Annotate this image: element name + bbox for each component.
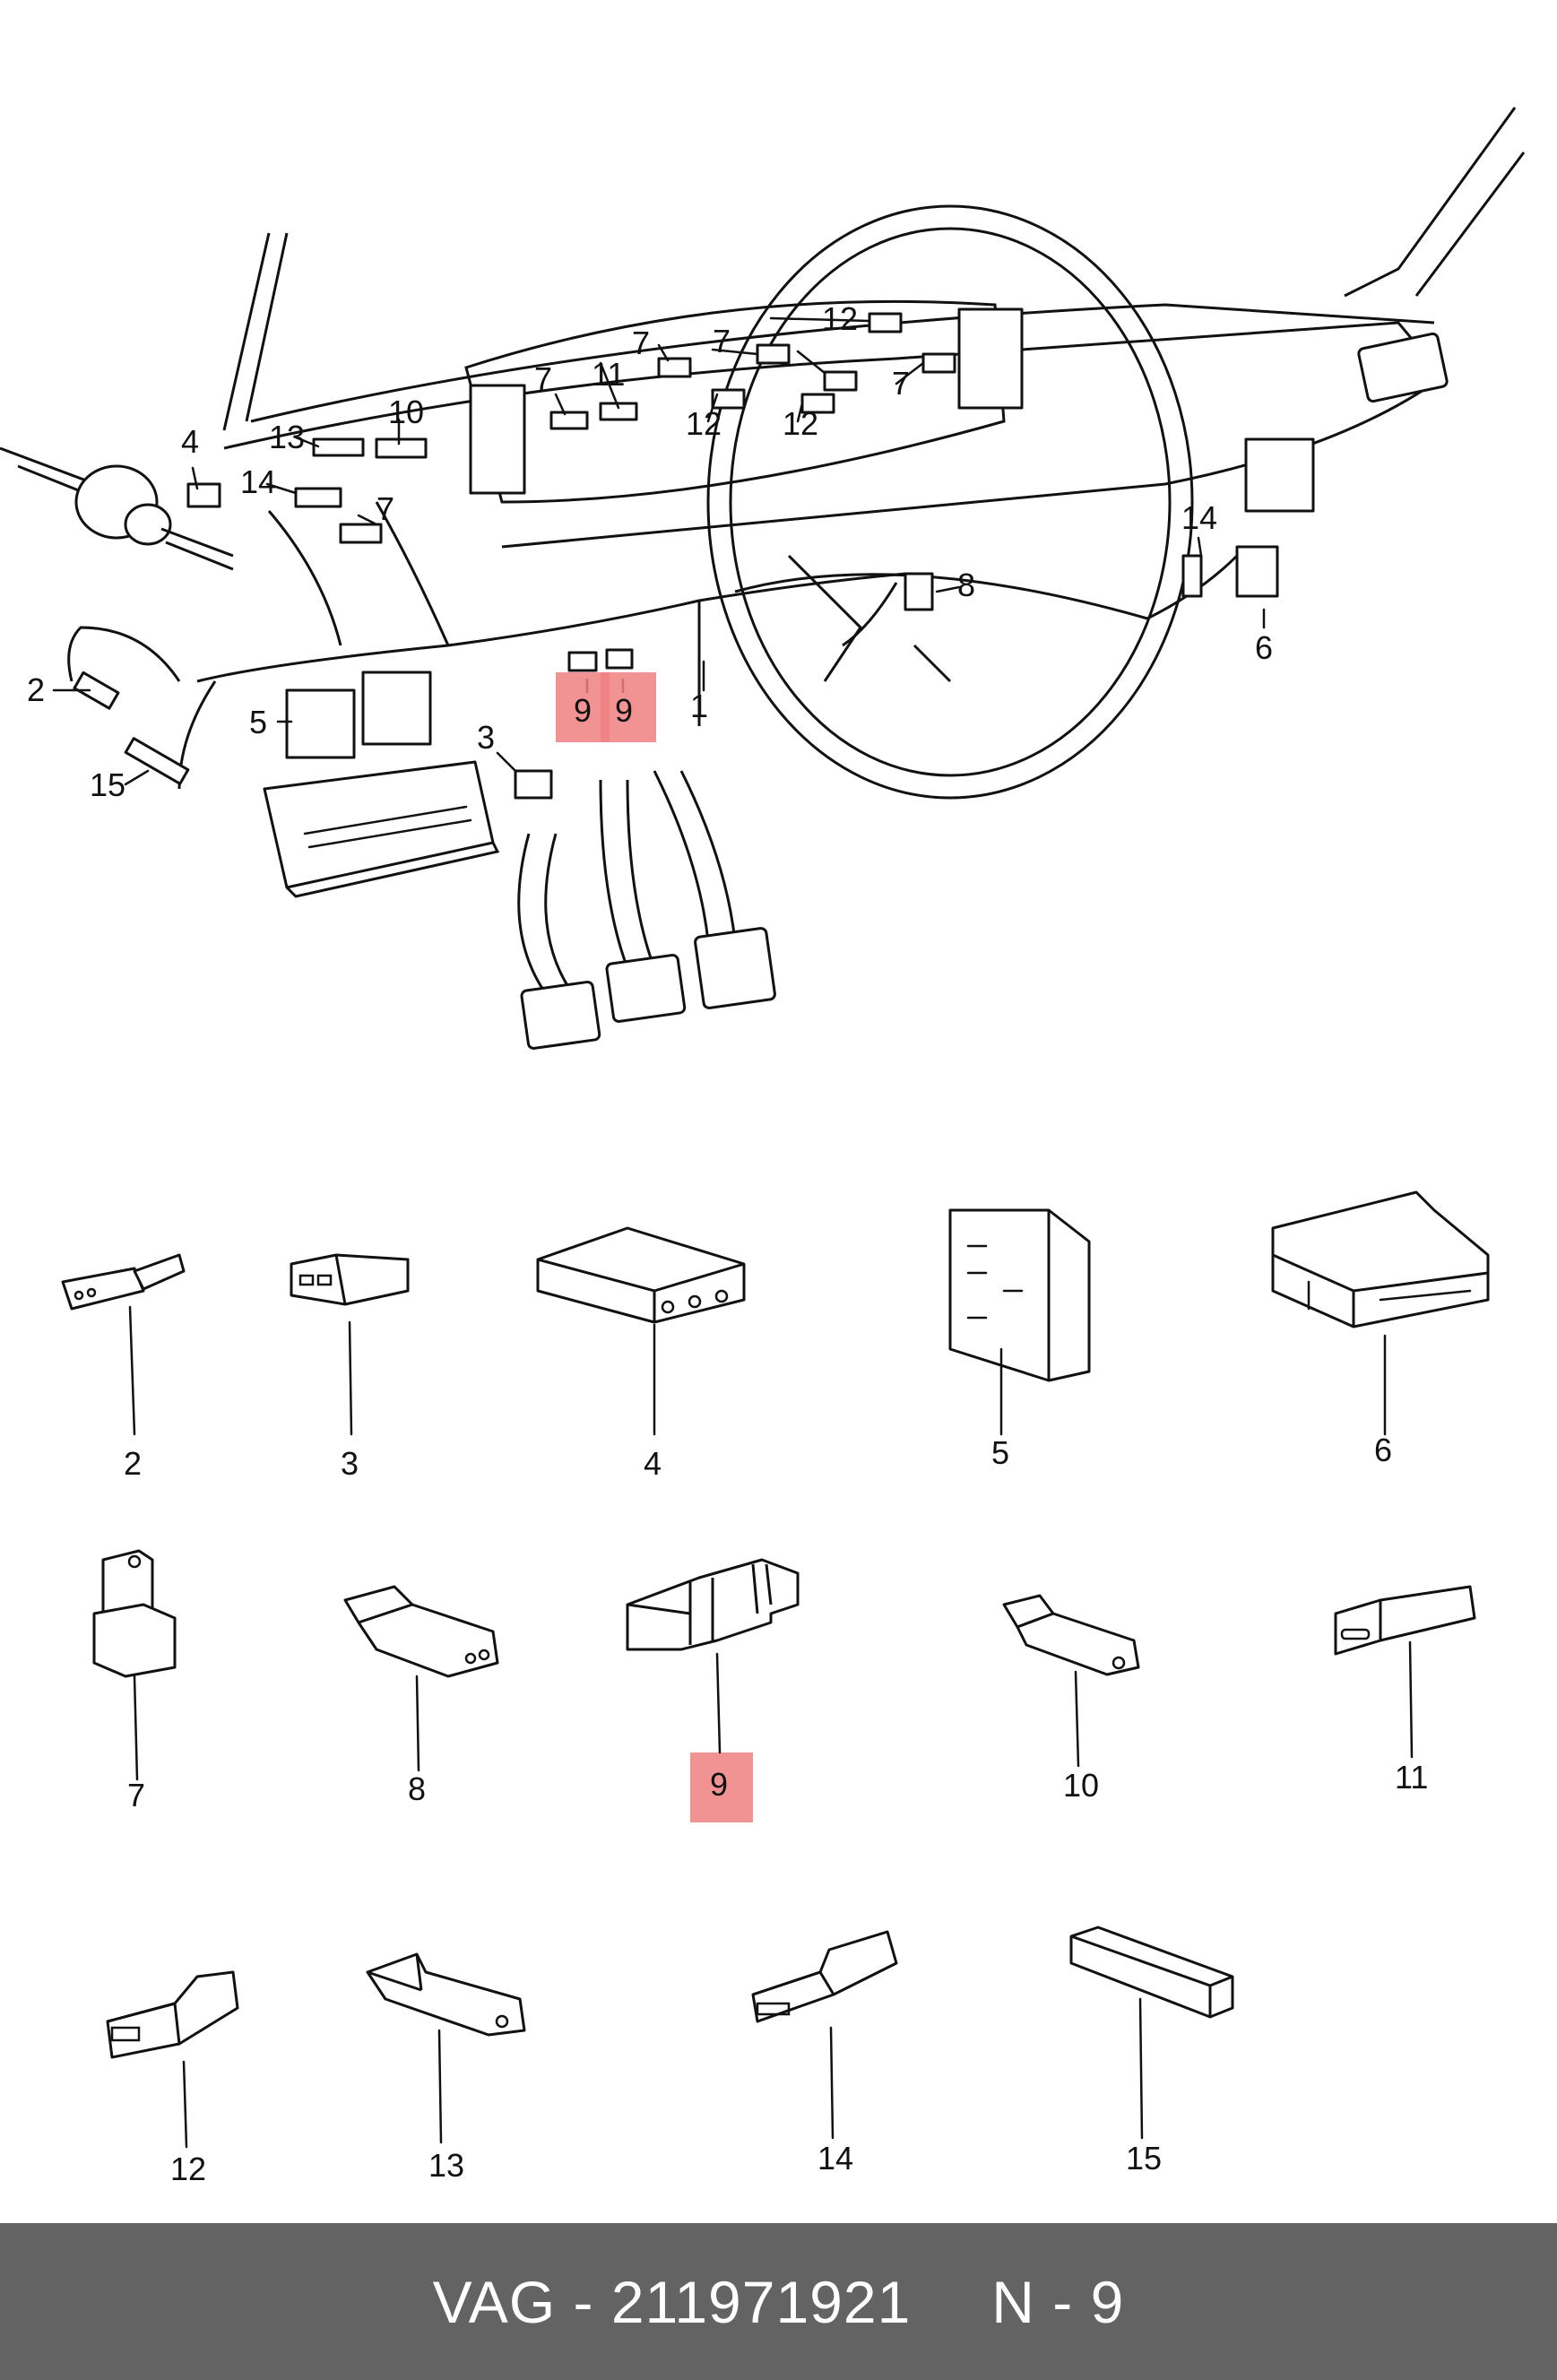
footer-brand: VAG — [432, 2268, 557, 2335]
part-label-15: 15 — [1126, 2140, 1162, 2177]
callout-7c: 7 — [713, 323, 731, 359]
part-label-2: 2 — [124, 1445, 142, 1482]
part-5: 5 — [948, 1208, 1091, 1471]
callout-7d: 7 — [892, 365, 910, 402]
part-6: 6 — [1271, 1190, 1490, 1468]
callout-10: 10 — [388, 394, 424, 430]
part-label-11: 11 — [1395, 1759, 1428, 1796]
parts-diagram: 1 2 3 4 5 6 7 7 7 7 7 8 9 9 10 11 12 12 … — [0, 107, 1526, 2187]
part-13: 13 — [366, 1952, 526, 2184]
highlight-9-part — [690, 1753, 753, 1822]
footer-part-number: 211971921 — [610, 2268, 912, 2335]
footer-space-2 — [593, 2268, 610, 2336]
part-4: 4 — [536, 1226, 746, 1482]
part-label-12: 12 — [170, 2151, 206, 2187]
part-label-9: 9 — [710, 1766, 728, 1803]
callout-11: 11 — [592, 356, 625, 393]
part-12: 12 — [106, 1970, 239, 2187]
part-10: 10 — [1002, 1594, 1140, 1804]
footer-separator: - — [573, 2268, 594, 2335]
part-2: 2 — [61, 1253, 186, 1482]
callout-13: 13 — [269, 419, 305, 455]
part-8: 8 — [343, 1585, 499, 1807]
callout-7e: 7 — [376, 490, 394, 527]
part-label-8: 8 — [408, 1770, 426, 1807]
callout-4: 4 — [181, 423, 199, 460]
part-label-4: 4 — [644, 1445, 662, 1482]
part-label-10: 10 — [1063, 1767, 1099, 1804]
part-label-6: 6 — [1374, 1432, 1392, 1468]
highlight-9b — [601, 672, 656, 742]
callout-1: 1 — [690, 688, 708, 724]
callout-3: 3 — [477, 719, 495, 756]
footer-bar: VAG - 211971921 N - 9 — [0, 2223, 1557, 2380]
callout-8: 8 — [957, 567, 975, 603]
part-11: 11 — [1334, 1585, 1476, 1796]
footer-space-1 — [556, 2268, 573, 2336]
dashboard-overview: 1 2 3 4 5 6 7 7 7 7 7 8 9 9 10 11 12 12 … — [0, 107, 1526, 1050]
part-label-5: 5 — [991, 1434, 1009, 1471]
footer-position: N - 9 — [991, 2268, 1125, 2335]
part-7: 7 — [92, 1549, 177, 1813]
part-14: 14 — [751, 1930, 898, 2177]
part-label-13: 13 — [428, 2147, 464, 2184]
part-label-3: 3 — [341, 1445, 359, 1482]
callout-14b: 14 — [1181, 499, 1217, 536]
part-label-14: 14 — [817, 2140, 853, 2177]
callout-7b: 7 — [632, 325, 650, 361]
part-15: 15 — [1069, 1926, 1234, 2177]
callout-6: 6 — [1255, 629, 1273, 666]
callout-12c: 12 — [822, 300, 858, 337]
part-9: 9 — [626, 1558, 800, 1822]
callout-14a: 14 — [240, 463, 276, 500]
part-3: 3 — [290, 1253, 410, 1482]
callout-15: 15 — [90, 766, 125, 803]
callout-2: 2 — [27, 671, 45, 708]
callout-7a: 7 — [534, 360, 552, 397]
part-label-7: 7 — [127, 1777, 145, 1813]
callout-12a: 12 — [686, 405, 722, 442]
callout-12b: 12 — [783, 405, 818, 442]
callout-9a: 9 — [574, 692, 592, 729]
callout-5: 5 — [249, 704, 267, 740]
callout-9b: 9 — [615, 692, 633, 729]
